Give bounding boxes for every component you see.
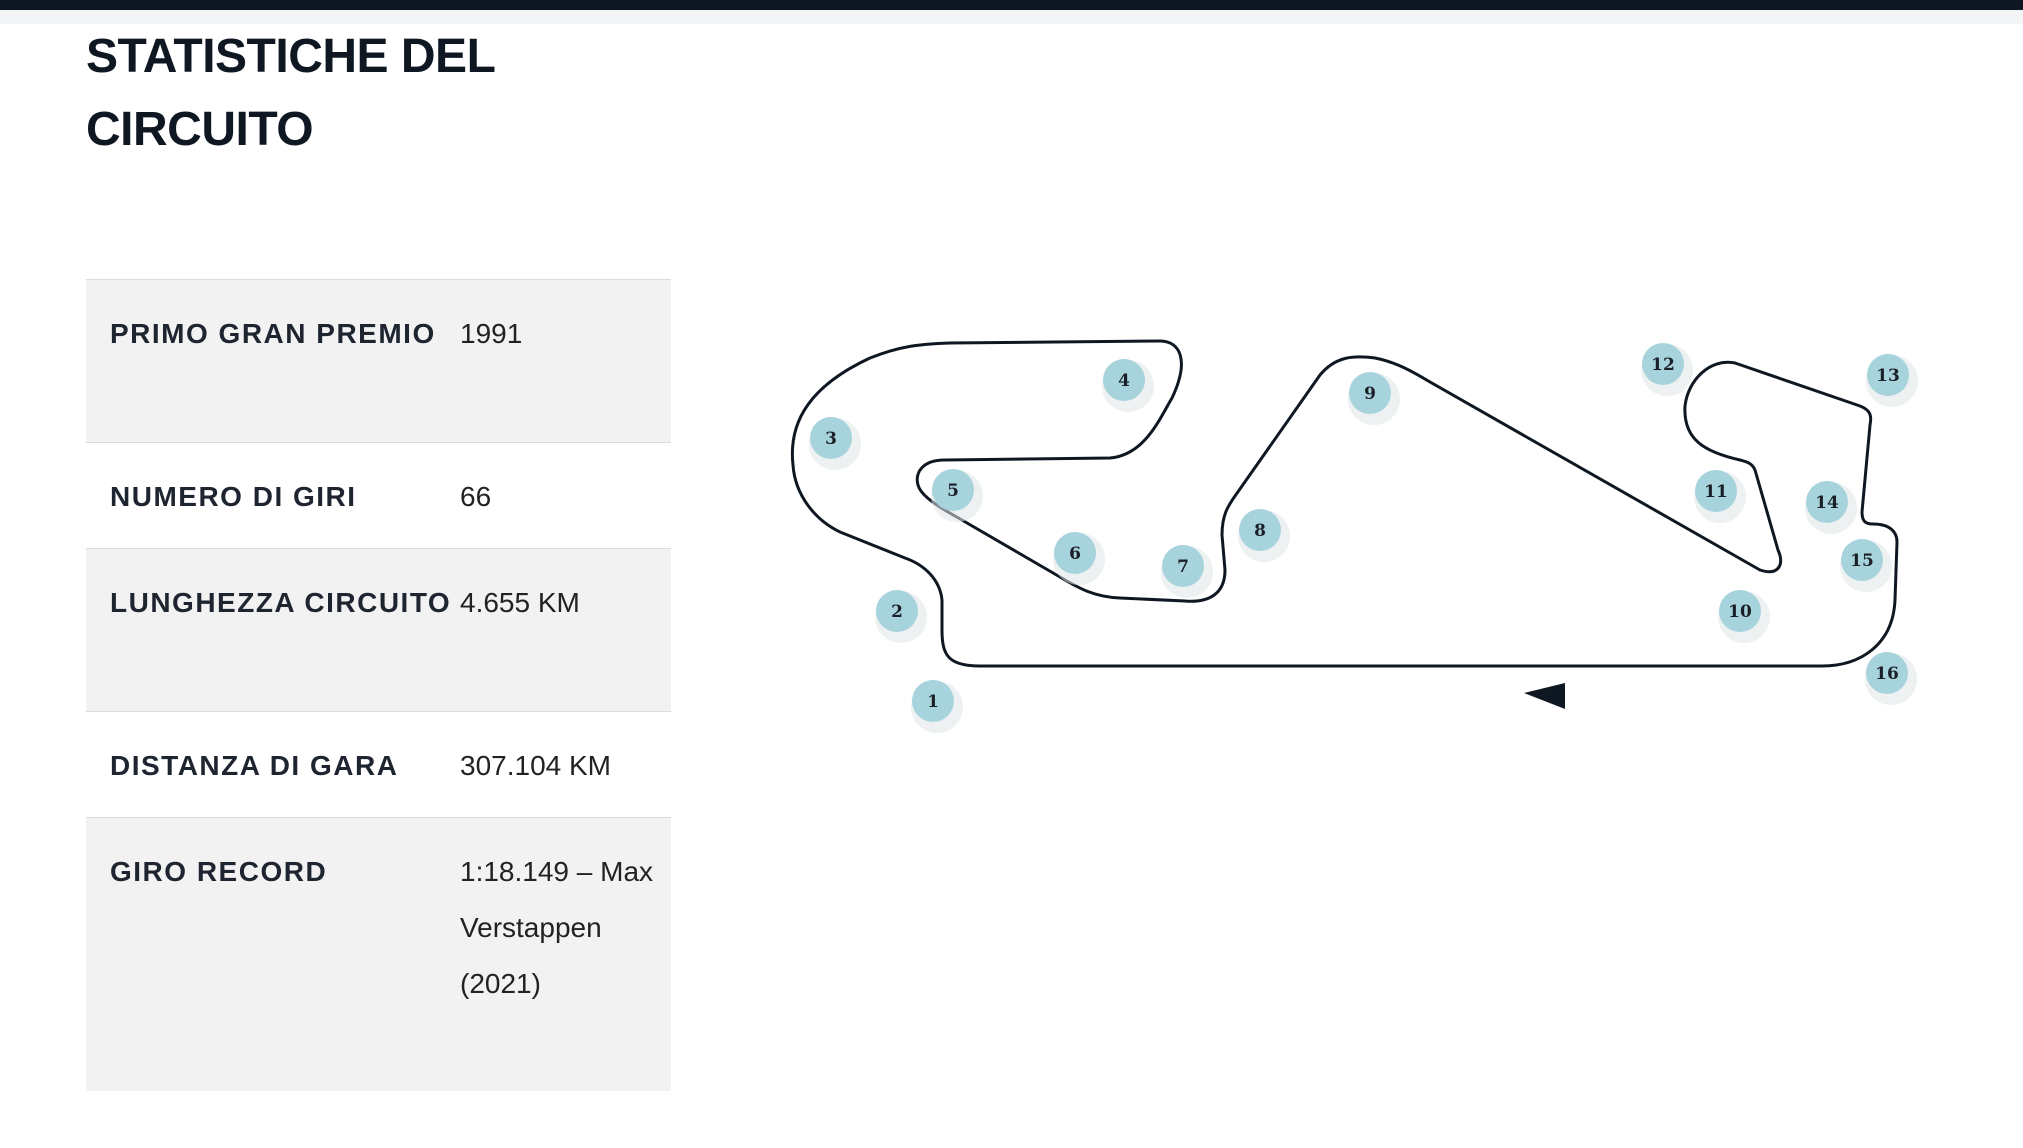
turn-marker-badge bbox=[1806, 481, 1848, 523]
turn-number: 1 bbox=[927, 692, 939, 712]
turn-number: 13 bbox=[1876, 366, 1900, 386]
track-outline bbox=[790, 339, 1899, 668]
stat-label: DISTANZA DI GARA bbox=[110, 750, 399, 781]
turn-marker-3: 3 bbox=[809, 417, 861, 470]
turn-marker-2: 2 bbox=[875, 590, 927, 643]
stat-row-circuit-length: LUNGHEZZA CIRCUITO 4.655 KM bbox=[86, 548, 671, 711]
turn-marker-1: 1 bbox=[911, 680, 963, 733]
turn-marker-badge bbox=[1162, 545, 1204, 587]
turn-marker-badge bbox=[810, 417, 852, 459]
circuit-stats-table: PRIMO GRAN PREMIO 1991 NUMERO DI GIRI 66… bbox=[86, 279, 671, 1091]
stat-row-first-grand-prix: PRIMO GRAN PREMIO 1991 bbox=[86, 279, 671, 442]
turn-marker-badge bbox=[1239, 509, 1281, 551]
turn-marker-16: 16 bbox=[1865, 652, 1917, 705]
stat-value: 1991 bbox=[460, 318, 523, 349]
turn-marker-badge bbox=[1867, 354, 1909, 396]
turn-marker-badge bbox=[1695, 470, 1737, 512]
turn-marker-7: 7 bbox=[1161, 545, 1213, 598]
top-bar bbox=[0, 0, 2023, 10]
turn-number: 15 bbox=[1850, 551, 1874, 571]
turn-number: 8 bbox=[1254, 521, 1266, 541]
turn-marker-14: 14 bbox=[1805, 481, 1857, 534]
turn-marker-badge bbox=[1054, 532, 1096, 574]
turn-number: 5 bbox=[947, 481, 959, 501]
turn-marker-12: 12 bbox=[1641, 343, 1693, 396]
turn-number: 9 bbox=[1364, 384, 1376, 404]
turn-marker-6: 6 bbox=[1053, 532, 1105, 585]
turn-marker-badge bbox=[1103, 359, 1145, 401]
turn-number: 3 bbox=[825, 429, 837, 449]
turn-marker-5: 5 bbox=[931, 469, 983, 522]
turn-marker-badge bbox=[1866, 652, 1908, 694]
stat-label: LUNGHEZZA CIRCUITO bbox=[110, 587, 452, 618]
turn-marker-badge bbox=[1719, 590, 1761, 632]
turn-marker-15: 15 bbox=[1840, 539, 1892, 592]
turn-number: 6 bbox=[1069, 544, 1081, 564]
stat-value: 307.104 KM bbox=[460, 750, 611, 781]
turn-marker-badge bbox=[1349, 372, 1391, 414]
turn-number: 14 bbox=[1815, 493, 1839, 513]
turn-number: 10 bbox=[1728, 602, 1752, 622]
stat-row-lap-record: GIRO RECORD 1:18.149 – Max Verstappen (2… bbox=[86, 817, 671, 1091]
stat-value: 1:18.149 – Max Verstappen (2021) bbox=[460, 856, 654, 999]
turn-marker-10: 10 bbox=[1718, 590, 1770, 643]
turn-marker-badge bbox=[1841, 539, 1883, 581]
turn-number: 11 bbox=[1704, 482, 1728, 502]
turn-number: 4 bbox=[1118, 371, 1130, 391]
turn-number: 12 bbox=[1651, 355, 1675, 375]
turn-marker-13: 13 bbox=[1866, 354, 1918, 407]
turn-number: 7 bbox=[1177, 557, 1189, 577]
turn-marker-badge bbox=[932, 469, 974, 511]
stat-label: GIRO RECORD bbox=[110, 856, 328, 887]
direction-arrow-icon bbox=[1524, 683, 1565, 709]
turn-marker-9: 9 bbox=[1348, 372, 1400, 425]
stat-row-race-distance: DISTANZA DI GARA 307.104 KM bbox=[86, 711, 671, 817]
turn-marker-4: 4 bbox=[1102, 359, 1154, 412]
stat-value: 4.655 KM bbox=[460, 587, 580, 618]
turn-marker-8: 8 bbox=[1238, 509, 1290, 562]
turn-number: 16 bbox=[1875, 664, 1899, 684]
page-title: STATISTICHE DEL CIRCUITO bbox=[86, 30, 495, 156]
stat-row-laps: NUMERO DI GIRI 66 bbox=[86, 442, 671, 548]
turn-marker-badge bbox=[912, 680, 954, 722]
turn-number: 2 bbox=[891, 602, 903, 622]
stat-value: 66 bbox=[460, 481, 492, 512]
top-bar-shadow bbox=[0, 10, 2023, 24]
turn-marker-badge bbox=[876, 590, 918, 632]
stat-label: NUMERO DI GIRI bbox=[110, 481, 357, 512]
stat-label: PRIMO GRAN PREMIO bbox=[110, 318, 436, 349]
turn-marker-11: 11 bbox=[1694, 470, 1746, 523]
turn-marker-badge bbox=[1642, 343, 1684, 385]
